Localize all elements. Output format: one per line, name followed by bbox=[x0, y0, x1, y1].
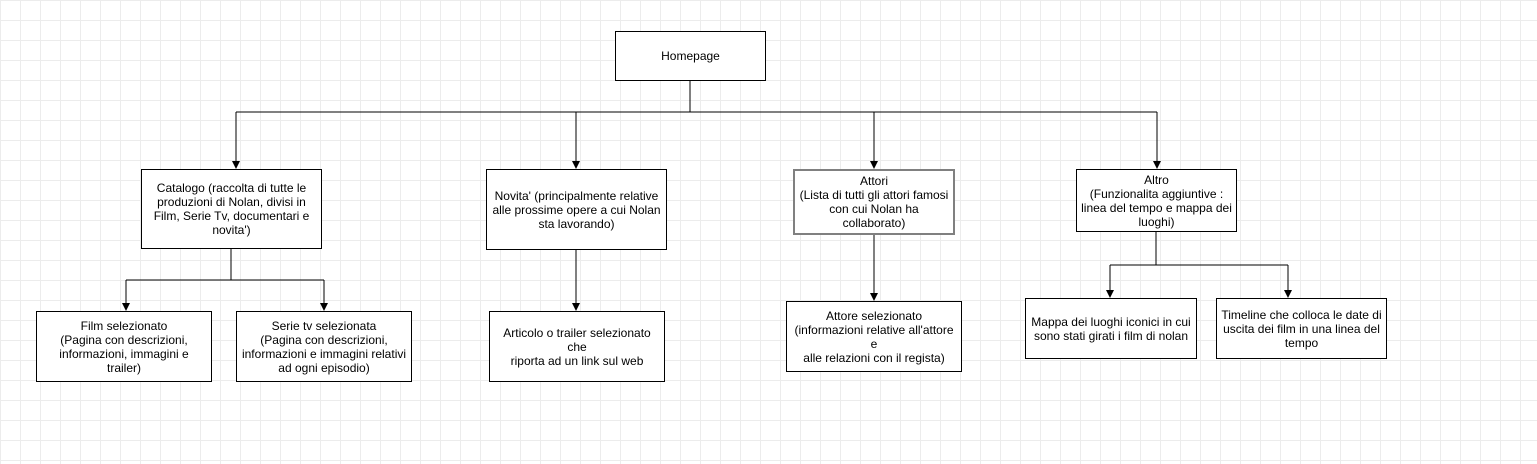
node-attore-selezionato[interactable]: Attore selezionato (informazioni relativ… bbox=[786, 301, 962, 372]
node-mappa-label: Mappa dei luoghi iconici in cui sono sta… bbox=[1031, 314, 1191, 343]
node-film-selezionato-label: Film selezionato (Pagina con descrizioni… bbox=[59, 318, 189, 375]
node-articolo[interactable]: Articolo o trailer selezionato che ripor… bbox=[489, 311, 665, 382]
node-catalogo-label: Catalogo (raccolta di tutte le produzion… bbox=[153, 181, 310, 237]
node-attori[interactable]: Attori (Lista di tutti gli attori famosi… bbox=[793, 169, 955, 235]
node-timeline[interactable]: Timeline che colloca le date di uscita d… bbox=[1216, 298, 1387, 359]
node-altro-label: Altro (Funzionalita aggiuntive : linea d… bbox=[1081, 172, 1232, 229]
node-novita[interactable]: Novita' (principalmente relative alle pr… bbox=[486, 169, 667, 250]
node-mappa[interactable]: Mappa dei luoghi iconici in cui sono sta… bbox=[1025, 298, 1197, 359]
node-serie-selezionata-label: Serie tv selezionata (Pagina con descriz… bbox=[241, 318, 407, 375]
node-film-selezionato[interactable]: Film selezionato (Pagina con descrizioni… bbox=[36, 311, 212, 382]
node-attori-label: Attori (Lista di tutti gli attori famosi… bbox=[799, 174, 949, 230]
node-novita-label: Novita' (principalmente relative alle pr… bbox=[492, 188, 661, 231]
node-altro[interactable]: Altro (Funzionalita aggiuntive : linea d… bbox=[1076, 169, 1237, 232]
node-homepage[interactable]: Homepage bbox=[615, 31, 766, 81]
node-serie-selezionata[interactable]: Serie tv selezionata (Pagina con descriz… bbox=[236, 311, 412, 382]
node-articolo-label: Articolo o trailer selezionato che ripor… bbox=[503, 325, 651, 368]
node-attore-selezionato-label: Attore selezionato (informazioni relativ… bbox=[794, 308, 954, 365]
node-homepage-label: Homepage bbox=[661, 49, 720, 63]
node-catalogo[interactable]: Catalogo (raccolta di tutte le produzion… bbox=[141, 169, 322, 249]
node-timeline-label: Timeline che colloca le date di uscita d… bbox=[1221, 307, 1382, 350]
